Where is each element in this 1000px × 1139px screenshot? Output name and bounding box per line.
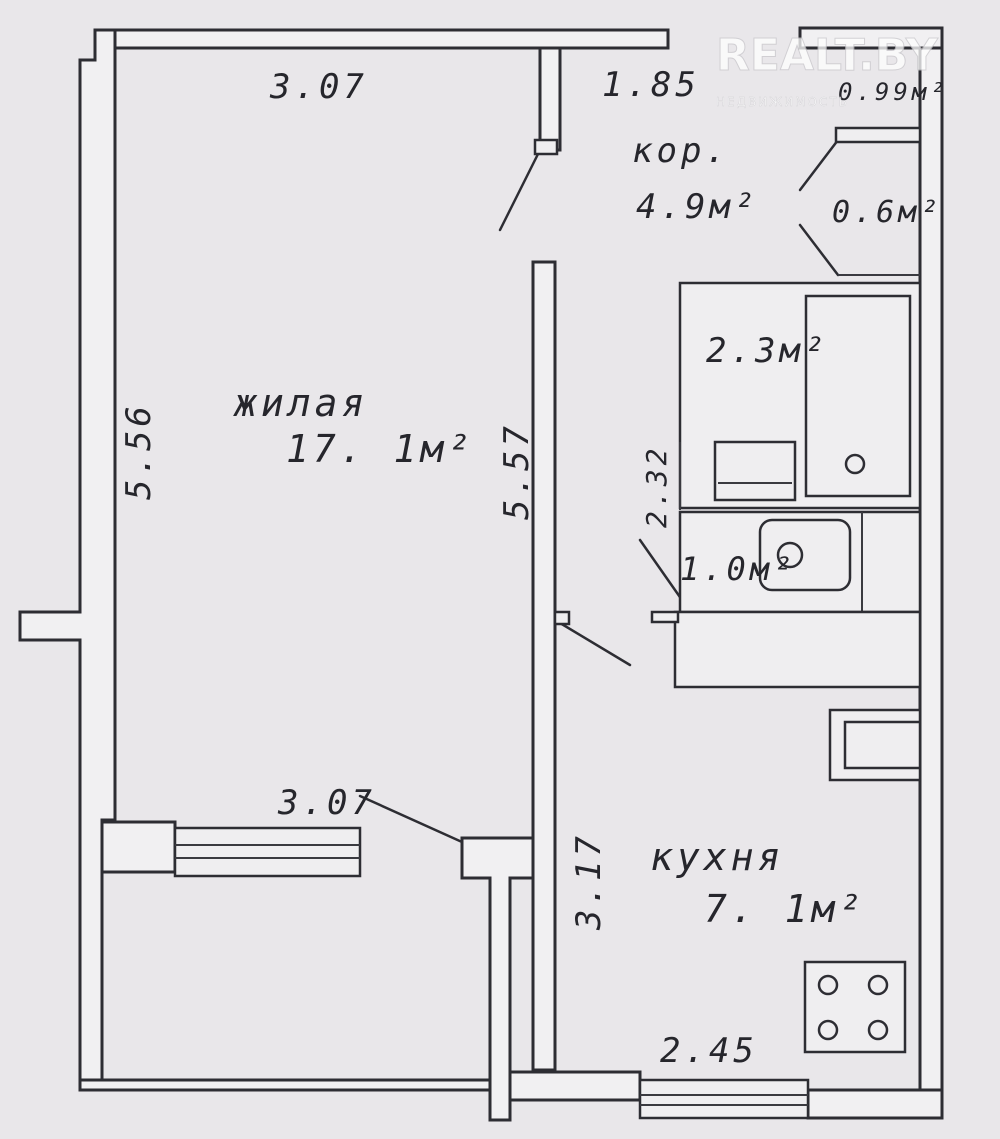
dimension-living-right: 5.57 <box>497 422 537 520</box>
kitchen-window <box>638 1078 810 1120</box>
corridor-area: 4.9м² <box>636 187 758 227</box>
kitchen-sink <box>828 708 922 782</box>
storage-area: 0.6м² <box>832 195 942 230</box>
dimension-living-bottom: 3.07 <box>277 783 376 823</box>
dimension-bath-side: 2.32 <box>640 445 673 528</box>
dimension-living-top: 3.07 <box>269 67 368 107</box>
watermark-brand: REALT.BY <box>716 30 939 81</box>
living-room-area: 17. 1м² <box>286 427 474 471</box>
balcony-door <box>173 826 362 878</box>
kitchen-name: кухня <box>650 835 784 879</box>
dimension-kitchen-left: 3.17 <box>569 832 609 931</box>
area-top-right: 0.99м² <box>838 78 949 106</box>
dimension-leader <box>358 794 464 844</box>
dimension-kitchen-bottom: 2.45 <box>660 1031 758 1071</box>
wc-block <box>650 510 922 689</box>
bath-area: 2.3м² <box>706 331 828 371</box>
kitchen-area: 7. 1м² <box>704 887 865 931</box>
corridor-nook <box>834 126 922 276</box>
dimension-corridor-top: 1.85 <box>602 65 700 105</box>
outer-walls <box>18 26 944 1122</box>
realt-watermark: REALT.BY НЕДВИЖИМОСТЬ <box>716 30 940 110</box>
bathroom-block <box>678 281 922 510</box>
door-swings <box>498 138 840 667</box>
wc-area: 1.0м² <box>680 550 796 588</box>
corridor-name: кор. <box>632 131 730 171</box>
watermark-tagline: НЕДВИЖИМОСТЬ <box>716 95 849 109</box>
dimension-living-left: 5.56 <box>119 402 159 500</box>
living-room-name: жилая <box>233 381 368 425</box>
kitchen-stove <box>803 960 907 1054</box>
